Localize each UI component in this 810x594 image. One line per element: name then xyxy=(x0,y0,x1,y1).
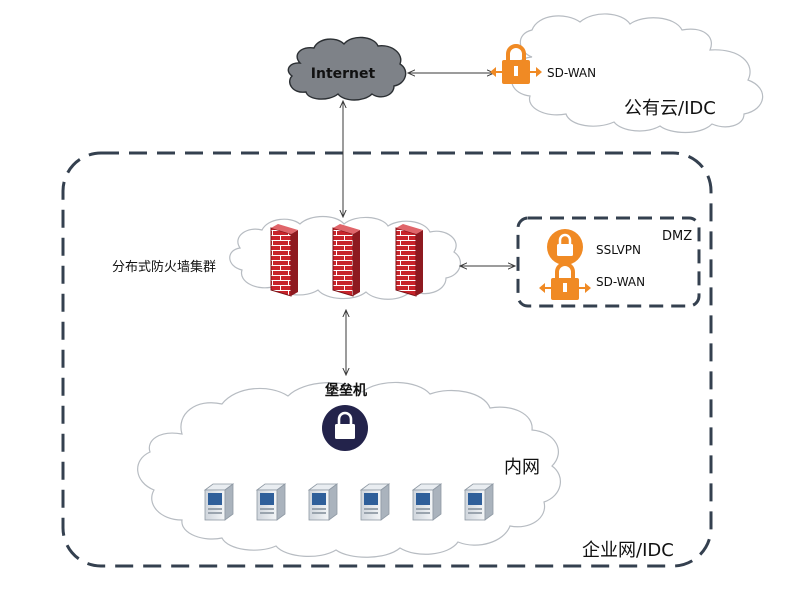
sslvpn-lock-icon xyxy=(547,229,583,265)
enterprise-label: 企业网/IDC xyxy=(582,540,674,561)
intranet-cloud xyxy=(137,381,561,558)
servers xyxy=(203,483,495,521)
sdwan-cloud-label: SD-WAN xyxy=(547,66,596,80)
sdwan-dmz-label: SD-WAN xyxy=(596,275,645,289)
sslvpn-label: SSLVPN xyxy=(596,243,641,257)
bastion-lock-icon xyxy=(322,405,368,451)
dmz-label: DMZ xyxy=(662,229,692,244)
sdwan-dmz-lock-icon xyxy=(539,262,591,300)
firewall-cluster-label: 分布式防火墙集群 xyxy=(112,259,216,275)
server-icon xyxy=(307,483,339,521)
firewall-icon xyxy=(395,224,423,297)
server-icon xyxy=(255,483,287,521)
firewall-icon xyxy=(270,224,298,297)
server-icon xyxy=(411,483,443,521)
internet-label: Internet xyxy=(311,66,376,82)
firewall-icon xyxy=(332,224,360,297)
public-cloud-label: 公有云/IDC xyxy=(624,98,716,119)
sdwan-lock-icon xyxy=(490,44,542,84)
bastion-label: 堡垒机 xyxy=(325,382,367,399)
internet-cloud xyxy=(287,36,407,101)
server-icon xyxy=(203,483,235,521)
intranet-label: 内网 xyxy=(504,457,540,478)
public-cloud xyxy=(511,13,764,134)
dmz-frame xyxy=(516,216,701,308)
enterprise-frame xyxy=(61,151,713,568)
server-icon xyxy=(359,483,391,521)
server-icon xyxy=(463,483,495,521)
